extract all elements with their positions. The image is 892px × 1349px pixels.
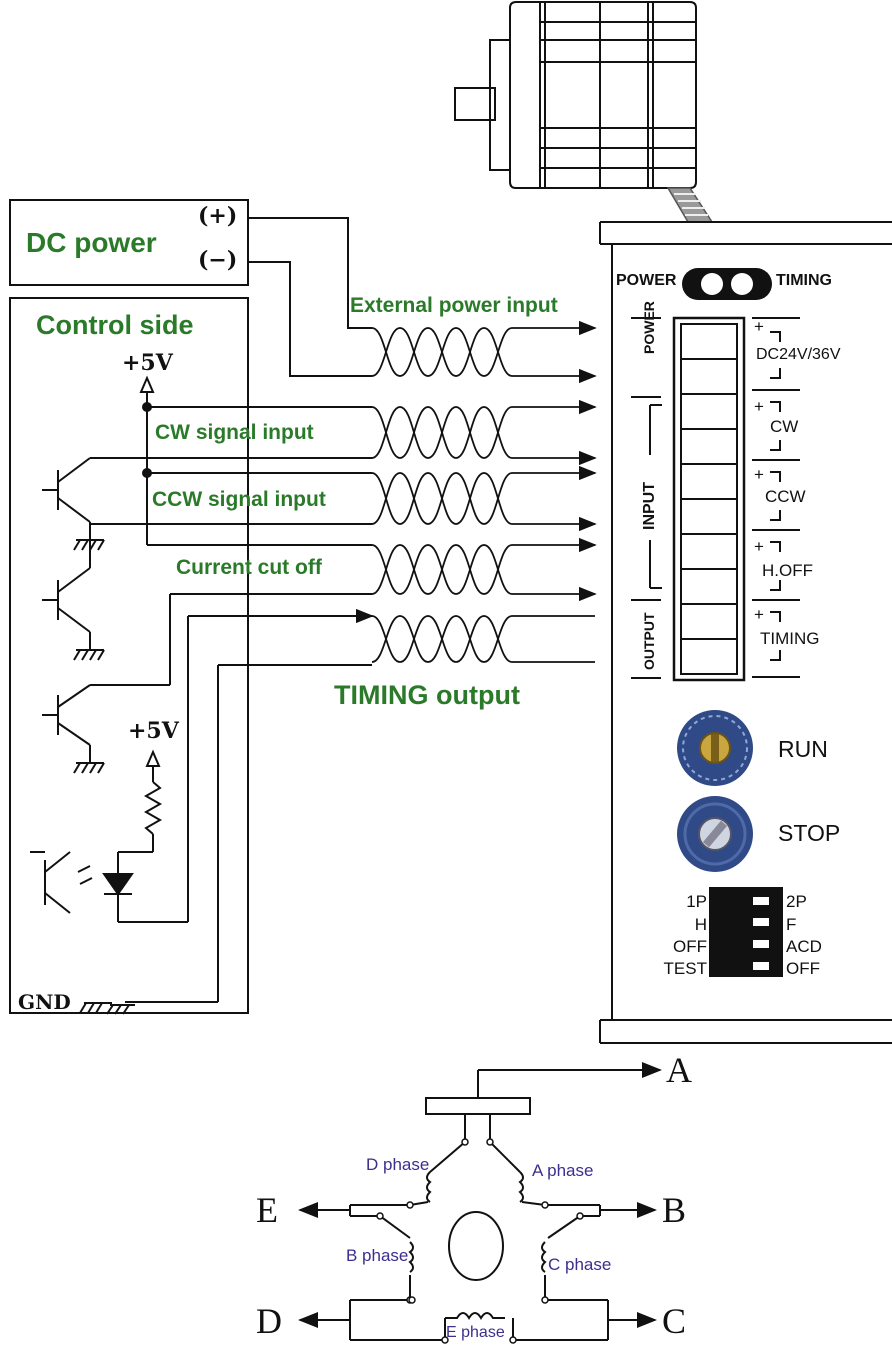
power-timing-leds bbox=[682, 268, 772, 300]
terminal-plus-4: + bbox=[754, 537, 764, 556]
control-side-title: Control side bbox=[36, 310, 194, 340]
motor-cable bbox=[666, 187, 714, 223]
dip-right-3: ACD bbox=[786, 937, 822, 956]
dc-minus-label: (−) bbox=[198, 247, 238, 273]
external-power-label: External power input bbox=[350, 294, 558, 317]
dip-left-2: H bbox=[694, 915, 707, 934]
stepper-motor bbox=[454, 1, 697, 189]
ccw-signal-label: CCW signal input bbox=[152, 488, 326, 511]
group-output-label: OUTPUT bbox=[641, 612, 657, 670]
dip-left-3: OFF bbox=[673, 937, 707, 956]
gnd-label: GND bbox=[18, 990, 71, 1014]
vcc-label-1: +5V bbox=[122, 350, 173, 376]
terminal-plus-5: + bbox=[754, 605, 764, 624]
terminal-cw: CW bbox=[770, 417, 799, 436]
dc-plus-label: (+) bbox=[198, 203, 238, 229]
terminal-timing: TIMING bbox=[760, 629, 820, 648]
twisted-pair-ccw bbox=[371, 465, 597, 532]
run-rotary-switch[interactable] bbox=[677, 710, 753, 786]
current-cut-label: Current cut off bbox=[176, 556, 322, 579]
twisted-pair-timing bbox=[355, 608, 595, 663]
stop-label: STOP bbox=[778, 820, 841, 846]
twisted-pairs bbox=[355, 320, 597, 663]
motor-terminal-c: C bbox=[662, 1301, 687, 1341]
cw-signal-label: CW signal input bbox=[155, 421, 314, 444]
motor-terminal-a: A bbox=[666, 1050, 692, 1090]
dip-right-2: F bbox=[786, 915, 797, 934]
motor-terminal-e: E bbox=[256, 1190, 278, 1230]
terminal-ccw: CCW bbox=[765, 487, 806, 506]
phase-b-label: B phase bbox=[346, 1246, 409, 1265]
winding-nodes bbox=[376, 1138, 584, 1344]
terminal-plus-2: + bbox=[754, 397, 764, 416]
twisted-pair-power bbox=[371, 320, 597, 384]
dip-right-1: 2P bbox=[786, 892, 807, 911]
group-input-label: INPUT bbox=[641, 482, 658, 530]
power-led-label: POWER bbox=[616, 272, 677, 289]
phase-a-label: A phase bbox=[532, 1161, 594, 1180]
group-power-label: POWER bbox=[641, 301, 657, 354]
terminal-plus-1: + bbox=[754, 317, 764, 336]
control-side-box bbox=[9, 297, 249, 1014]
phase-c-label: C phase bbox=[548, 1255, 612, 1274]
driver-unit bbox=[599, 221, 892, 1044]
phase-e-label: E phase bbox=[446, 1324, 505, 1341]
terminal-plus-3: + bbox=[754, 465, 764, 484]
phase-d-label: D phase bbox=[366, 1155, 430, 1174]
vcc-label-2: +5V bbox=[128, 718, 179, 744]
dip-right-4: OFF bbox=[786, 959, 820, 978]
terminal-dc24v: DC24V/36V bbox=[756, 346, 841, 363]
twisted-pair-cw bbox=[371, 399, 597, 466]
terminal-hoff: H.OFF bbox=[762, 561, 813, 580]
twisted-pair-hoff bbox=[371, 537, 597, 602]
timing-output-label: TIMING output bbox=[334, 680, 520, 710]
stop-rotary-switch[interactable] bbox=[677, 796, 753, 872]
dc-power-supply bbox=[9, 199, 372, 377]
motor-terminal-d: D bbox=[256, 1301, 282, 1341]
control-circuit bbox=[30, 375, 372, 1015]
motor-terminal-b: B bbox=[662, 1190, 687, 1230]
run-label: RUN bbox=[778, 736, 828, 762]
dip-left-4: TEST bbox=[663, 959, 707, 978]
dc-power-label: DC power bbox=[26, 227, 157, 258]
dip-left-1: 1P bbox=[686, 892, 707, 911]
pentagon-winding bbox=[298, 1062, 662, 1341]
timing-led-label: TIMING bbox=[776, 272, 832, 289]
